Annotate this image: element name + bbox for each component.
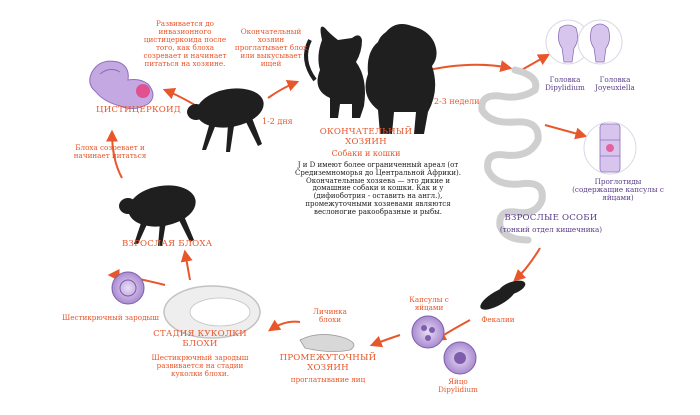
proglottids-illustration bbox=[583, 121, 637, 175]
arrow-flea-to-host bbox=[267, 79, 300, 99]
timing-one-two-days: 1-2 дня bbox=[262, 117, 293, 126]
definitive-host-title-line1: ОКОНЧАТЕЛЬНЫЙ bbox=[319, 127, 413, 137]
arrow-proglottids bbox=[544, 124, 588, 140]
cysticercoid-illustration bbox=[89, 60, 154, 110]
arrow-adults-to-feces bbox=[513, 247, 541, 282]
intermediate-host-title: ПРОМЕЖУТОЧНЫЙ ХОЗЯИН bbox=[278, 353, 378, 373]
pupa-stage-title-line1: СТАДИЯ КУКОЛКИ bbox=[153, 329, 247, 339]
cysticercoid-title: ЦИСТИЦЕРКОИД bbox=[96, 105, 181, 115]
pupa-stage-title-line2: БЛОХИ bbox=[182, 338, 218, 349]
larva-label: Личинка блохи bbox=[313, 307, 347, 325]
egg-capsules-label: Капсулы с яйцами bbox=[409, 295, 449, 313]
egg-capsules-illustration bbox=[411, 315, 445, 349]
adult-worms-subtitle: (тонкий отдел кишечника) bbox=[499, 225, 603, 234]
hexacanth-embryo-label: Шестикрючный зародыш bbox=[62, 313, 159, 322]
hexacanth-embryo-illustration bbox=[111, 271, 145, 305]
adult-flea-title: ВЗРОСЛАЯ БЛОХА bbox=[122, 239, 213, 249]
adult-worms-title: ВЗРОСЛЫЕ ОСОБИ bbox=[504, 213, 598, 223]
definitive-host-title: ОКОНЧАТЕЛЬНЫЙ ХОЗЯИН bbox=[316, 127, 416, 147]
scolex-dipylidium-illustration bbox=[545, 19, 591, 65]
arrow-adult-to-cysticercoid bbox=[106, 129, 123, 179]
intermediate-host-subtitle: проглатывание яиц bbox=[290, 375, 366, 384]
egg-dipylidium-illustration bbox=[443, 341, 477, 375]
intermediate-host-title-line2: ХОЗЯИН bbox=[307, 362, 349, 373]
pupa-stage-description: Шестикрючный зародыш развивается на стад… bbox=[151, 353, 249, 379]
arrow-larva-to-pupa bbox=[268, 319, 301, 332]
egg-dipylidium-label: Яйцо Dipylidium bbox=[438, 377, 478, 395]
flea-silhouette-top bbox=[187, 88, 264, 152]
definitive-host-note: J и D имеют более ограниченный ареал (от… bbox=[295, 161, 461, 216]
flea-matures-label: Блоха созревает и начинает питаться bbox=[73, 143, 147, 161]
arrow-host-to-adults bbox=[419, 60, 513, 73]
flea-larva-illustration bbox=[299, 334, 355, 352]
definitive-host-intro: Окончательный хозяин проглатывает блох и… bbox=[234, 27, 308, 69]
pupa-cocoon-illustration bbox=[163, 285, 261, 339]
adult-worm-strand bbox=[478, 66, 546, 244]
dog-silhouette bbox=[365, 24, 437, 134]
intermediate-host-title-line1: ПРОМЕЖУТОЧНЫЙ bbox=[279, 353, 377, 363]
scolex-joyeuxiella-illustration bbox=[577, 19, 623, 65]
arrow-embryo-to-adult-flea bbox=[180, 249, 193, 281]
scolex-dipylidium-label: Головка Dipylidium bbox=[545, 75, 585, 93]
cysticercoid-description: Развивается до инвазионного цистицеркоид… bbox=[143, 19, 227, 69]
cat-silhouette bbox=[304, 26, 365, 118]
timing-two-three-weeks: 2-3 недели bbox=[434, 97, 480, 106]
adult-flea-silhouette bbox=[119, 185, 196, 246]
proglottids-label: Проглотиды (содержащие капсулы с яйцами) bbox=[572, 177, 664, 203]
scolex-joyeuxiella-label: Головка Joyeuxiella bbox=[595, 75, 635, 93]
feces-label: Фекалии bbox=[481, 315, 515, 324]
definitive-host-title-line2: ХОЗЯИН bbox=[345, 136, 387, 147]
arrow-eggs-to-larva bbox=[369, 334, 401, 348]
feces-illustration bbox=[480, 280, 526, 310]
pupa-stage-title: СТАДИЯ КУКОЛКИ БЛОХИ bbox=[150, 329, 250, 349]
definitive-host-subtitle: Собаки и кошки bbox=[331, 149, 401, 158]
